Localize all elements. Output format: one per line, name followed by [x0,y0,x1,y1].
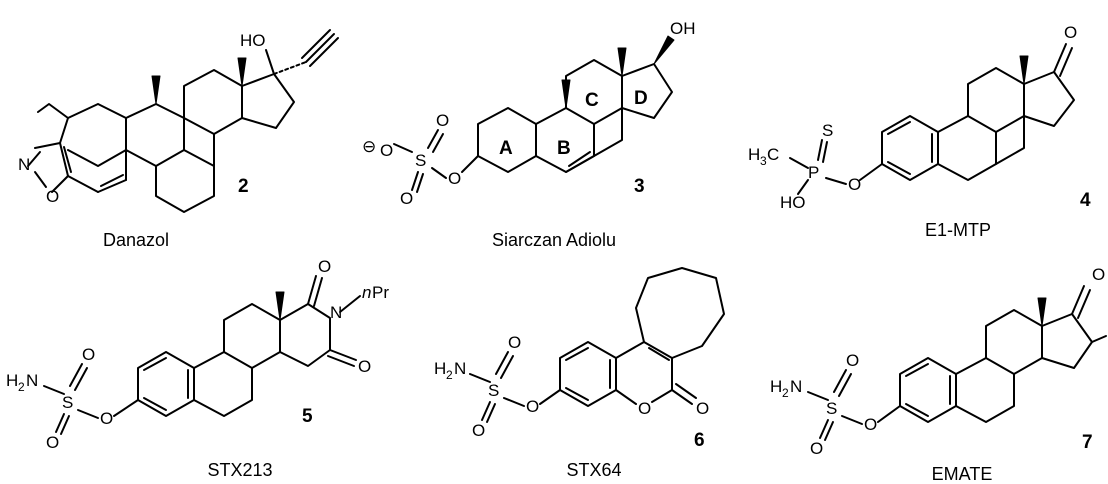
caption-e1-mtp: E1-MTP [925,220,991,240]
stx213-n-ring-label: N [330,303,342,322]
caption-adiol-sulfate: Siarczan Adiolu [492,230,616,250]
compound-number-5: 5 [302,406,313,427]
adiol-s-label: S [415,151,426,170]
ring-label-a: A [499,138,513,159]
emate-o1-label: O [846,351,859,370]
adiol-minus-charge: ⊖ [362,137,376,156]
e1mtp-h-label: H [748,145,760,164]
caption-danazol: Danazol [103,230,169,250]
danazol-o-label: O [46,187,59,206]
danazol-n-label: N [18,155,30,174]
e1mtp-s-label: S [822,121,833,140]
caption-stx213: STX213 [207,460,272,480]
e1mtp-ho-label: HO [780,193,806,212]
stx213-s-label: S [62,393,73,412]
stx64-o1-label: O [508,333,521,352]
stx213-h-label: H [6,371,18,390]
structure-stx64: H 2 N O S O O O O 6 STX64 [434,267,725,480]
ring-label-d: D [634,88,648,109]
caption-stx64: STX64 [566,460,621,480]
stx64-h-label: H [434,359,446,378]
emate-keto-label: O [1092,265,1105,284]
e1mtp-h-subscript: 3 [760,154,767,168]
stx64-o2-label: O [472,421,485,440]
stx64-keto-o-label: O [696,399,709,418]
compound-number-6: 6 [694,430,705,451]
adiol-o2-label: O [436,111,449,130]
structure-danazol: HO N O 2 Danazol [18,29,339,250]
stx213-o1-label: O [82,345,95,364]
emate-s-label: S [826,399,837,418]
emate-n-label: N [790,377,802,396]
e1mtp-o-label: O [848,175,861,194]
adiol-o1-label: O [380,141,393,160]
adiol-oh-label: OH [670,19,696,38]
stx64-ring-o-label: O [638,399,651,418]
stx64-h-subscript: 2 [446,368,453,382]
ring-label-b: B [557,138,571,159]
compound-number-3: 3 [634,176,645,197]
caption-emate: EMATE [932,464,993,484]
structure-adiol-sulfate: OH ⊖ O O S O O A B C D 3 Siarczan Adiolu [362,19,696,250]
e1mtp-c-label: C [767,145,779,164]
stx213-o3-label: O [100,409,113,428]
emate-h-subscript: 2 [782,386,789,400]
stx213-n-label: N [26,371,38,390]
structure-emate: H 2 N O S O O O 7 EMATE [770,265,1107,484]
stx213-npr-pr-label: Pr [372,283,389,302]
stx213-o-bottom-label: O [358,357,371,376]
danazol-ho-label: HO [240,31,266,50]
compound-number-4: 4 [1080,190,1091,211]
stx64-s-label: S [488,381,499,400]
e1mtp-p-label: P [808,163,819,182]
structure-e1-mtp: H 3 C S P HO O O 4 E1-MTP [748,23,1091,240]
stx213-h-subscript: 2 [18,380,25,394]
adiol-o3-label: O [400,189,413,208]
stx213-npr-n-label: n [362,283,371,302]
emate-o3-label: O [864,415,877,434]
stx213-o-top-label: O [318,257,331,276]
compound-number-7: 7 [1082,432,1093,453]
e1mtp-keto-label: O [1064,23,1077,42]
stx64-o3-label: O [526,397,539,416]
structure-stx213: H 2 N O S O O O N n Pr O 5 STX213 [6,257,389,480]
emate-h-label: H [770,377,782,396]
stx213-o2-label: O [46,433,59,452]
stx64-n-label: N [454,359,466,378]
adiol-o4-label: O [448,169,461,188]
ring-label-c: C [585,90,599,111]
compound-number-2: 2 [238,176,249,197]
emate-o2-label: O [810,439,823,458]
